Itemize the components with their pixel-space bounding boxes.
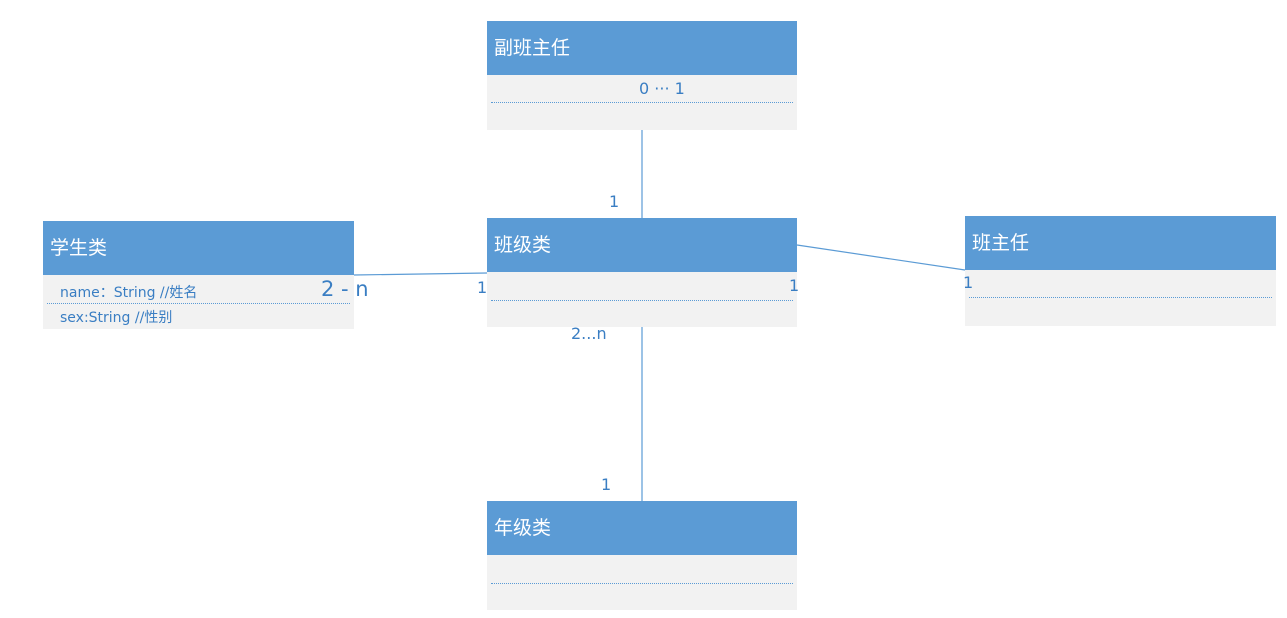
section-divider (491, 300, 793, 301)
section-divider (491, 102, 793, 103)
class-body-student: name：String //姓名 sex:String //性别 (43, 275, 354, 329)
class-body-head-teacher (965, 270, 1276, 326)
class-body-class (487, 272, 797, 327)
multiplicity-head-teacher: 1 (963, 273, 974, 292)
multiplicity-class-left: 1 (477, 278, 488, 297)
class-box-class: 班级类 (487, 218, 797, 327)
multiplicity-class-right: 1 (789, 276, 800, 295)
multiplicity-vice-head-teacher: 0 ··· 1 (639, 79, 685, 98)
association-class-head-teacher (796, 244, 966, 271)
class-box-student: 学生类 name：String //姓名 sex:String //性别 (43, 221, 354, 329)
attribute-name: name：String //姓名 (60, 285, 198, 301)
class-name-grade: 年级类 (487, 501, 797, 555)
class-name-vice-head-teacher: 副班主任 (487, 21, 797, 75)
class-name-head-teacher: 班主任 (965, 216, 1276, 270)
section-divider (969, 297, 1272, 298)
class-body-grade (487, 555, 797, 610)
class-name-student: 学生类 (43, 221, 354, 275)
attribute-sex: sex:String //性别 (60, 310, 173, 326)
section-divider (491, 583, 793, 584)
class-box-grade: 年级类 (487, 501, 797, 610)
multiplicity-grade: 1 (601, 475, 612, 494)
class-name-class: 班级类 (487, 218, 797, 272)
multiplicity-student: 2 - n (321, 277, 369, 301)
section-divider (47, 303, 350, 304)
multiplicity-class-bottom: 2...n (571, 324, 607, 343)
multiplicity-class-top: 1 (609, 192, 620, 211)
association-student-class (353, 272, 488, 276)
class-body-vice-head-teacher (487, 75, 797, 130)
class-box-head-teacher: 班主任 (965, 216, 1276, 326)
class-box-vice-head-teacher: 副班主任 (487, 21, 797, 130)
